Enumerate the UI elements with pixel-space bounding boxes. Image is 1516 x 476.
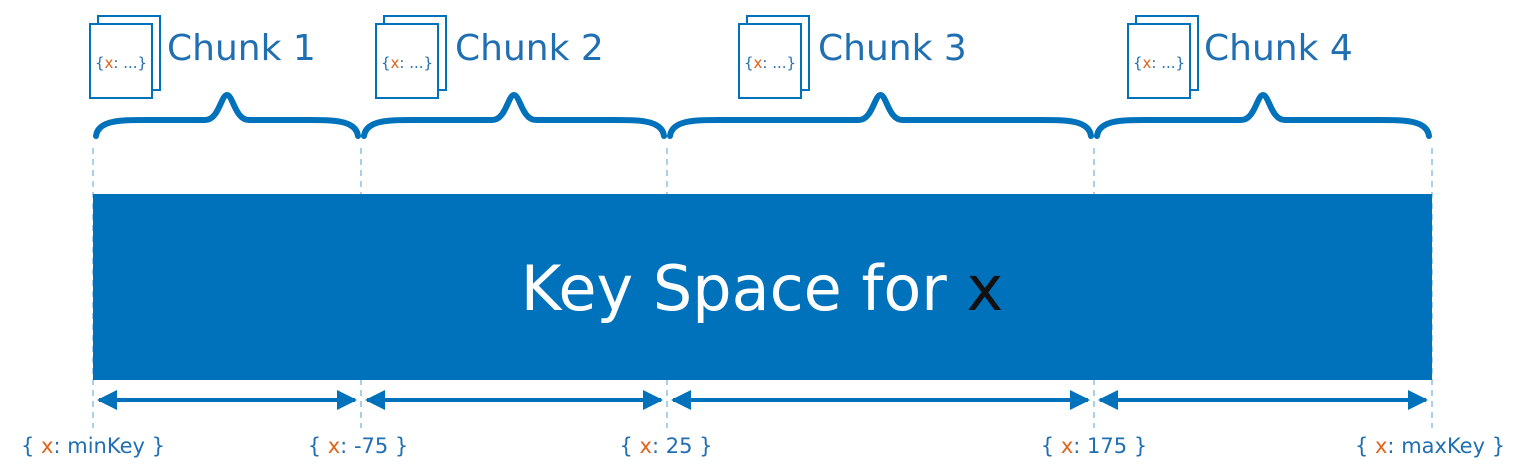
document-front-page <box>89 23 153 99</box>
document-icon: {x: ...} <box>375 15 447 99</box>
boundary-close-brace: } <box>1485 434 1505 458</box>
boundary-open-brace: { <box>21 434 41 458</box>
icon-field-name: x <box>104 54 113 72</box>
document-icon-text: {x: ...} <box>744 54 796 72</box>
document-icon: {x: ...} <box>1127 15 1199 99</box>
boundary-open-brace: { <box>1041 434 1061 458</box>
document-icon: {x: ...} <box>89 15 161 99</box>
boundary-close-brace: } <box>388 434 408 458</box>
chunk-brace <box>667 92 1094 139</box>
boundary-separator: : <box>1387 434 1401 458</box>
boundary-open-brace: { <box>1355 434 1375 458</box>
boundary-open-brace: { <box>619 434 639 458</box>
boundary-label: { x: maxKey } <box>1355 434 1505 458</box>
boundary-value: 25 <box>666 434 693 458</box>
icon-open-brace: { <box>95 54 105 72</box>
icon-field-rest: : ... <box>113 54 137 72</box>
document-front-page <box>1127 23 1191 99</box>
icon-open-brace: { <box>744 54 754 72</box>
document-icon-text: {x: ...} <box>95 54 147 72</box>
icon-close-brace: } <box>787 54 797 72</box>
chunk-group: {x: ...} Chunk 3 <box>667 15 1094 139</box>
boundary-field-name: x <box>41 434 53 458</box>
boundary-close-brace: } <box>1127 434 1147 458</box>
icon-close-brace: } <box>138 54 148 72</box>
boundary-label: { x: minKey } <box>21 434 165 458</box>
icon-field-name: x <box>1142 54 1151 72</box>
icon-field-rest: : ... <box>762 54 786 72</box>
boundary-separator: : <box>340 434 354 458</box>
icon-open-brace: { <box>1133 54 1143 72</box>
key-space-title: Key Space for x <box>521 252 1003 325</box>
chunk-label: Chunk 1 <box>167 28 316 69</box>
chunk-group: {x: ...} Chunk 4 <box>1094 15 1432 139</box>
chunk-label: Chunk 2 <box>455 28 604 69</box>
chunks-layer: {x: ...}Chunk 1{x: ...}Chunk 2{x: ...}Ch… <box>89 15 1432 139</box>
icon-field-rest: : ... <box>1151 54 1175 72</box>
boundary-label: { x: -75 } <box>308 434 409 458</box>
document-icon-text: {x: ...} <box>1133 54 1185 72</box>
boundary-close-brace: } <box>145 434 165 458</box>
boundary-value: minKey <box>67 434 145 458</box>
chunk-label: Chunk 3 <box>818 28 967 69</box>
key-space-title-field: x <box>967 252 1004 325</box>
document-icon-text: {x: ...} <box>381 54 433 72</box>
boundary-field-name: x <box>328 434 340 458</box>
boundary-label: { x: 175 } <box>1041 434 1147 458</box>
document-front-page <box>375 23 439 99</box>
chunk-label: Chunk 4 <box>1204 28 1353 69</box>
boundary-value: 175 <box>1087 434 1127 458</box>
boundary-field-name: x <box>1375 434 1387 458</box>
key-space-bar <box>93 194 1432 380</box>
key-space-title-prefix: Key Space for <box>521 252 967 325</box>
boundary-value: -75 <box>354 434 388 458</box>
icon-field-name: x <box>390 54 399 72</box>
boundary-field-name: x <box>1061 434 1073 458</box>
chunk-brace <box>93 92 361 139</box>
boundary-separator: : <box>1073 434 1087 458</box>
icon-close-brace: } <box>1176 54 1186 72</box>
boundary-labels: { x: minKey }{ x: -75 }{ x: 25 }{ x: 175… <box>21 434 1505 458</box>
boundary-separator: : <box>652 434 666 458</box>
boundary-field-name: x <box>640 434 652 458</box>
document-front-page <box>738 23 802 99</box>
boundary-close-brace: } <box>692 434 712 458</box>
chunk-brace <box>1094 92 1432 139</box>
icon-open-brace: { <box>381 54 391 72</box>
chunk-group: {x: ...} Chunk 1 <box>89 15 361 139</box>
chunk-brace <box>361 92 667 139</box>
icon-field-rest: : ... <box>399 54 423 72</box>
boundary-label: { x: 25 } <box>619 434 712 458</box>
boundary-open-brace: { <box>308 434 328 458</box>
icon-field-name: x <box>753 54 762 72</box>
chunk-group: {x: ...} Chunk 2 <box>361 15 667 139</box>
icon-close-brace: } <box>424 54 434 72</box>
boundary-value: maxKey <box>1401 434 1485 458</box>
boundary-separator: : <box>53 434 67 458</box>
document-icon: {x: ...} <box>738 15 810 99</box>
